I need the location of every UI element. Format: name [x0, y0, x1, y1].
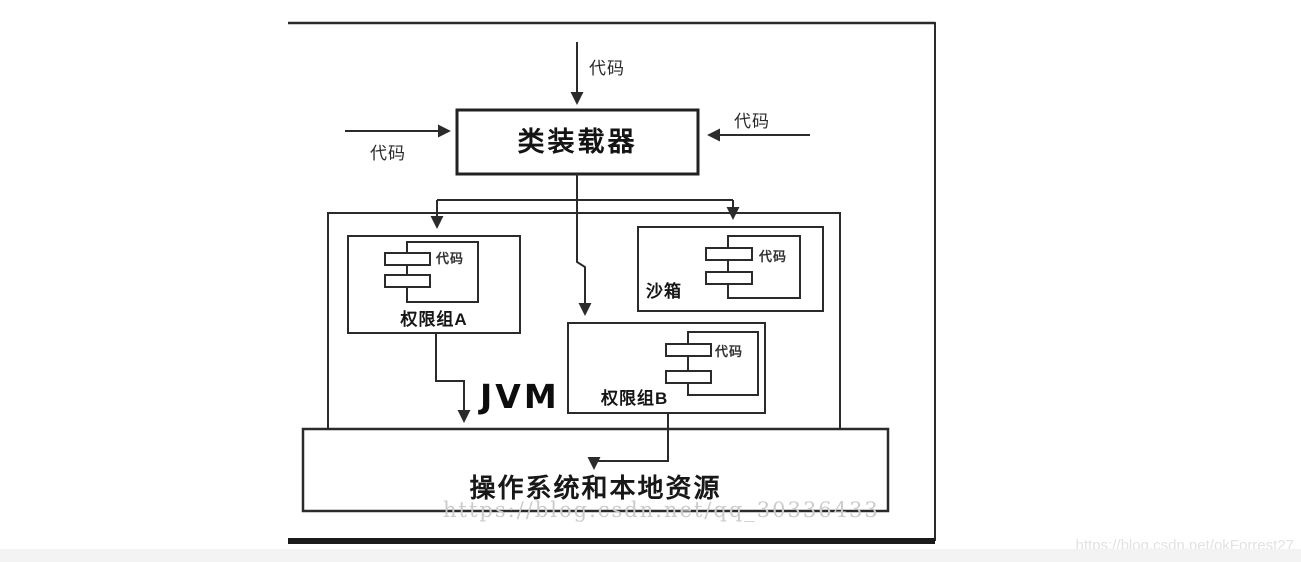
code-label-top: 代码 [589, 59, 625, 78]
class-loader-box [455, 108, 700, 176]
jvm-label: JVM [480, 377, 560, 416]
component-icon [384, 241, 479, 303]
arrow-to-group-b [576, 174, 592, 316]
group-a-title: 权限组A [400, 310, 468, 329]
code-label-left: 代码 [370, 144, 406, 163]
os-box [301, 427, 890, 513]
frame-bottom-bar [288, 538, 935, 544]
watermark-center: https://blog.csdn.net/qq_30336433 [443, 498, 880, 522]
group-a-component-code-label: 代码 [436, 251, 465, 266]
bottom-strip [0, 549, 1301, 562]
class-loader-label: 类装载器 [517, 127, 638, 157]
arrow-group-a-to-os [435, 333, 471, 423]
sandbox-component-code-label: 代码 [759, 249, 788, 264]
component-icon [705, 235, 801, 299]
group-b-component-code-label: 代码 [715, 344, 744, 359]
arrow-group-b-to-os [587, 413, 669, 470]
sandbox-title: 沙箱 [646, 282, 682, 301]
code-label-right: 代码 [734, 112, 770, 131]
os-label: 操作系统和本地资源 [469, 473, 722, 503]
component-icon [665, 331, 759, 396]
group-b-title: 权限组B [601, 389, 669, 408]
